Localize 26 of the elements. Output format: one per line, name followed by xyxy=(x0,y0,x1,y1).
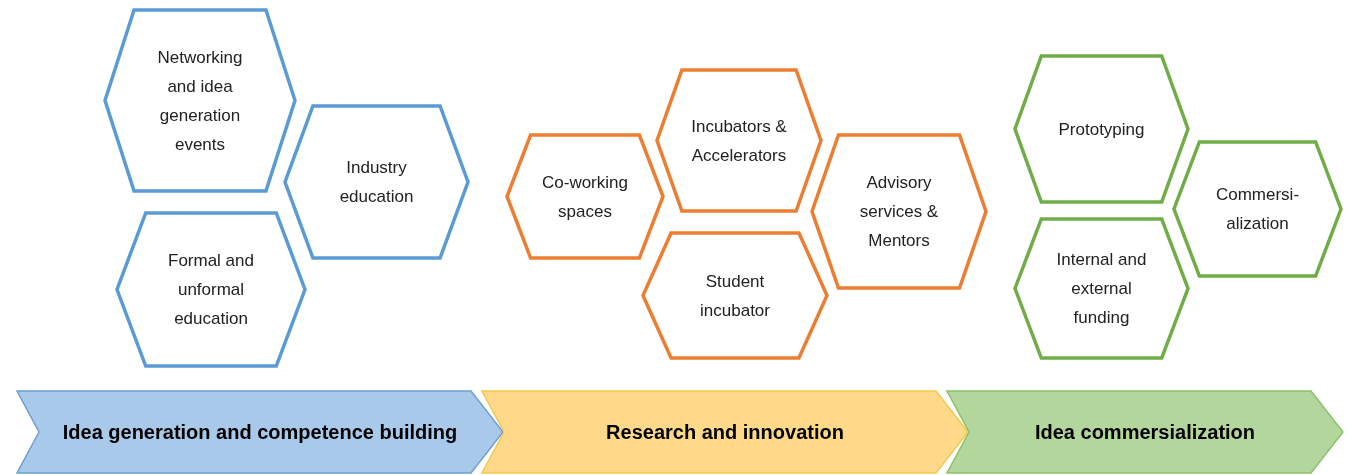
hexagon-label: Prototyping xyxy=(1058,118,1145,141)
hexagon xyxy=(283,104,470,260)
hexagon xyxy=(641,231,829,360)
hexagon-label: Advisory services & Mentors xyxy=(858,172,940,252)
hexagon xyxy=(115,211,307,368)
phase-banner xyxy=(15,389,505,475)
hexagon xyxy=(1013,217,1190,360)
hexagon xyxy=(655,68,823,213)
hexagon xyxy=(810,133,988,290)
hexagon xyxy=(103,8,297,193)
hexagon xyxy=(505,133,665,260)
hexagon-label: Networking and idea generation events xyxy=(156,46,244,156)
hexagon-label: Industry education xyxy=(338,157,415,208)
hexagon-label: Commersi-alization xyxy=(1214,184,1301,235)
hexagon-label: Co-working spaces xyxy=(541,171,629,223)
hexagon-label: Formal and unformal education xyxy=(167,250,255,330)
hexagon-label: Incubators & Accelerators xyxy=(690,115,788,167)
hexagon xyxy=(1013,54,1190,204)
phase-banner xyxy=(480,389,970,475)
hexagon-label: Internal and external funding xyxy=(1055,249,1148,329)
phase-label: Idea generation and competence building xyxy=(62,419,458,445)
phase-label: Research and innovation xyxy=(606,419,844,445)
phase-banner xyxy=(945,389,1345,475)
phase-label: Idea commersialization xyxy=(1034,419,1256,445)
hexagon-label: Student incubator xyxy=(699,270,771,322)
hexagon xyxy=(1172,140,1343,278)
